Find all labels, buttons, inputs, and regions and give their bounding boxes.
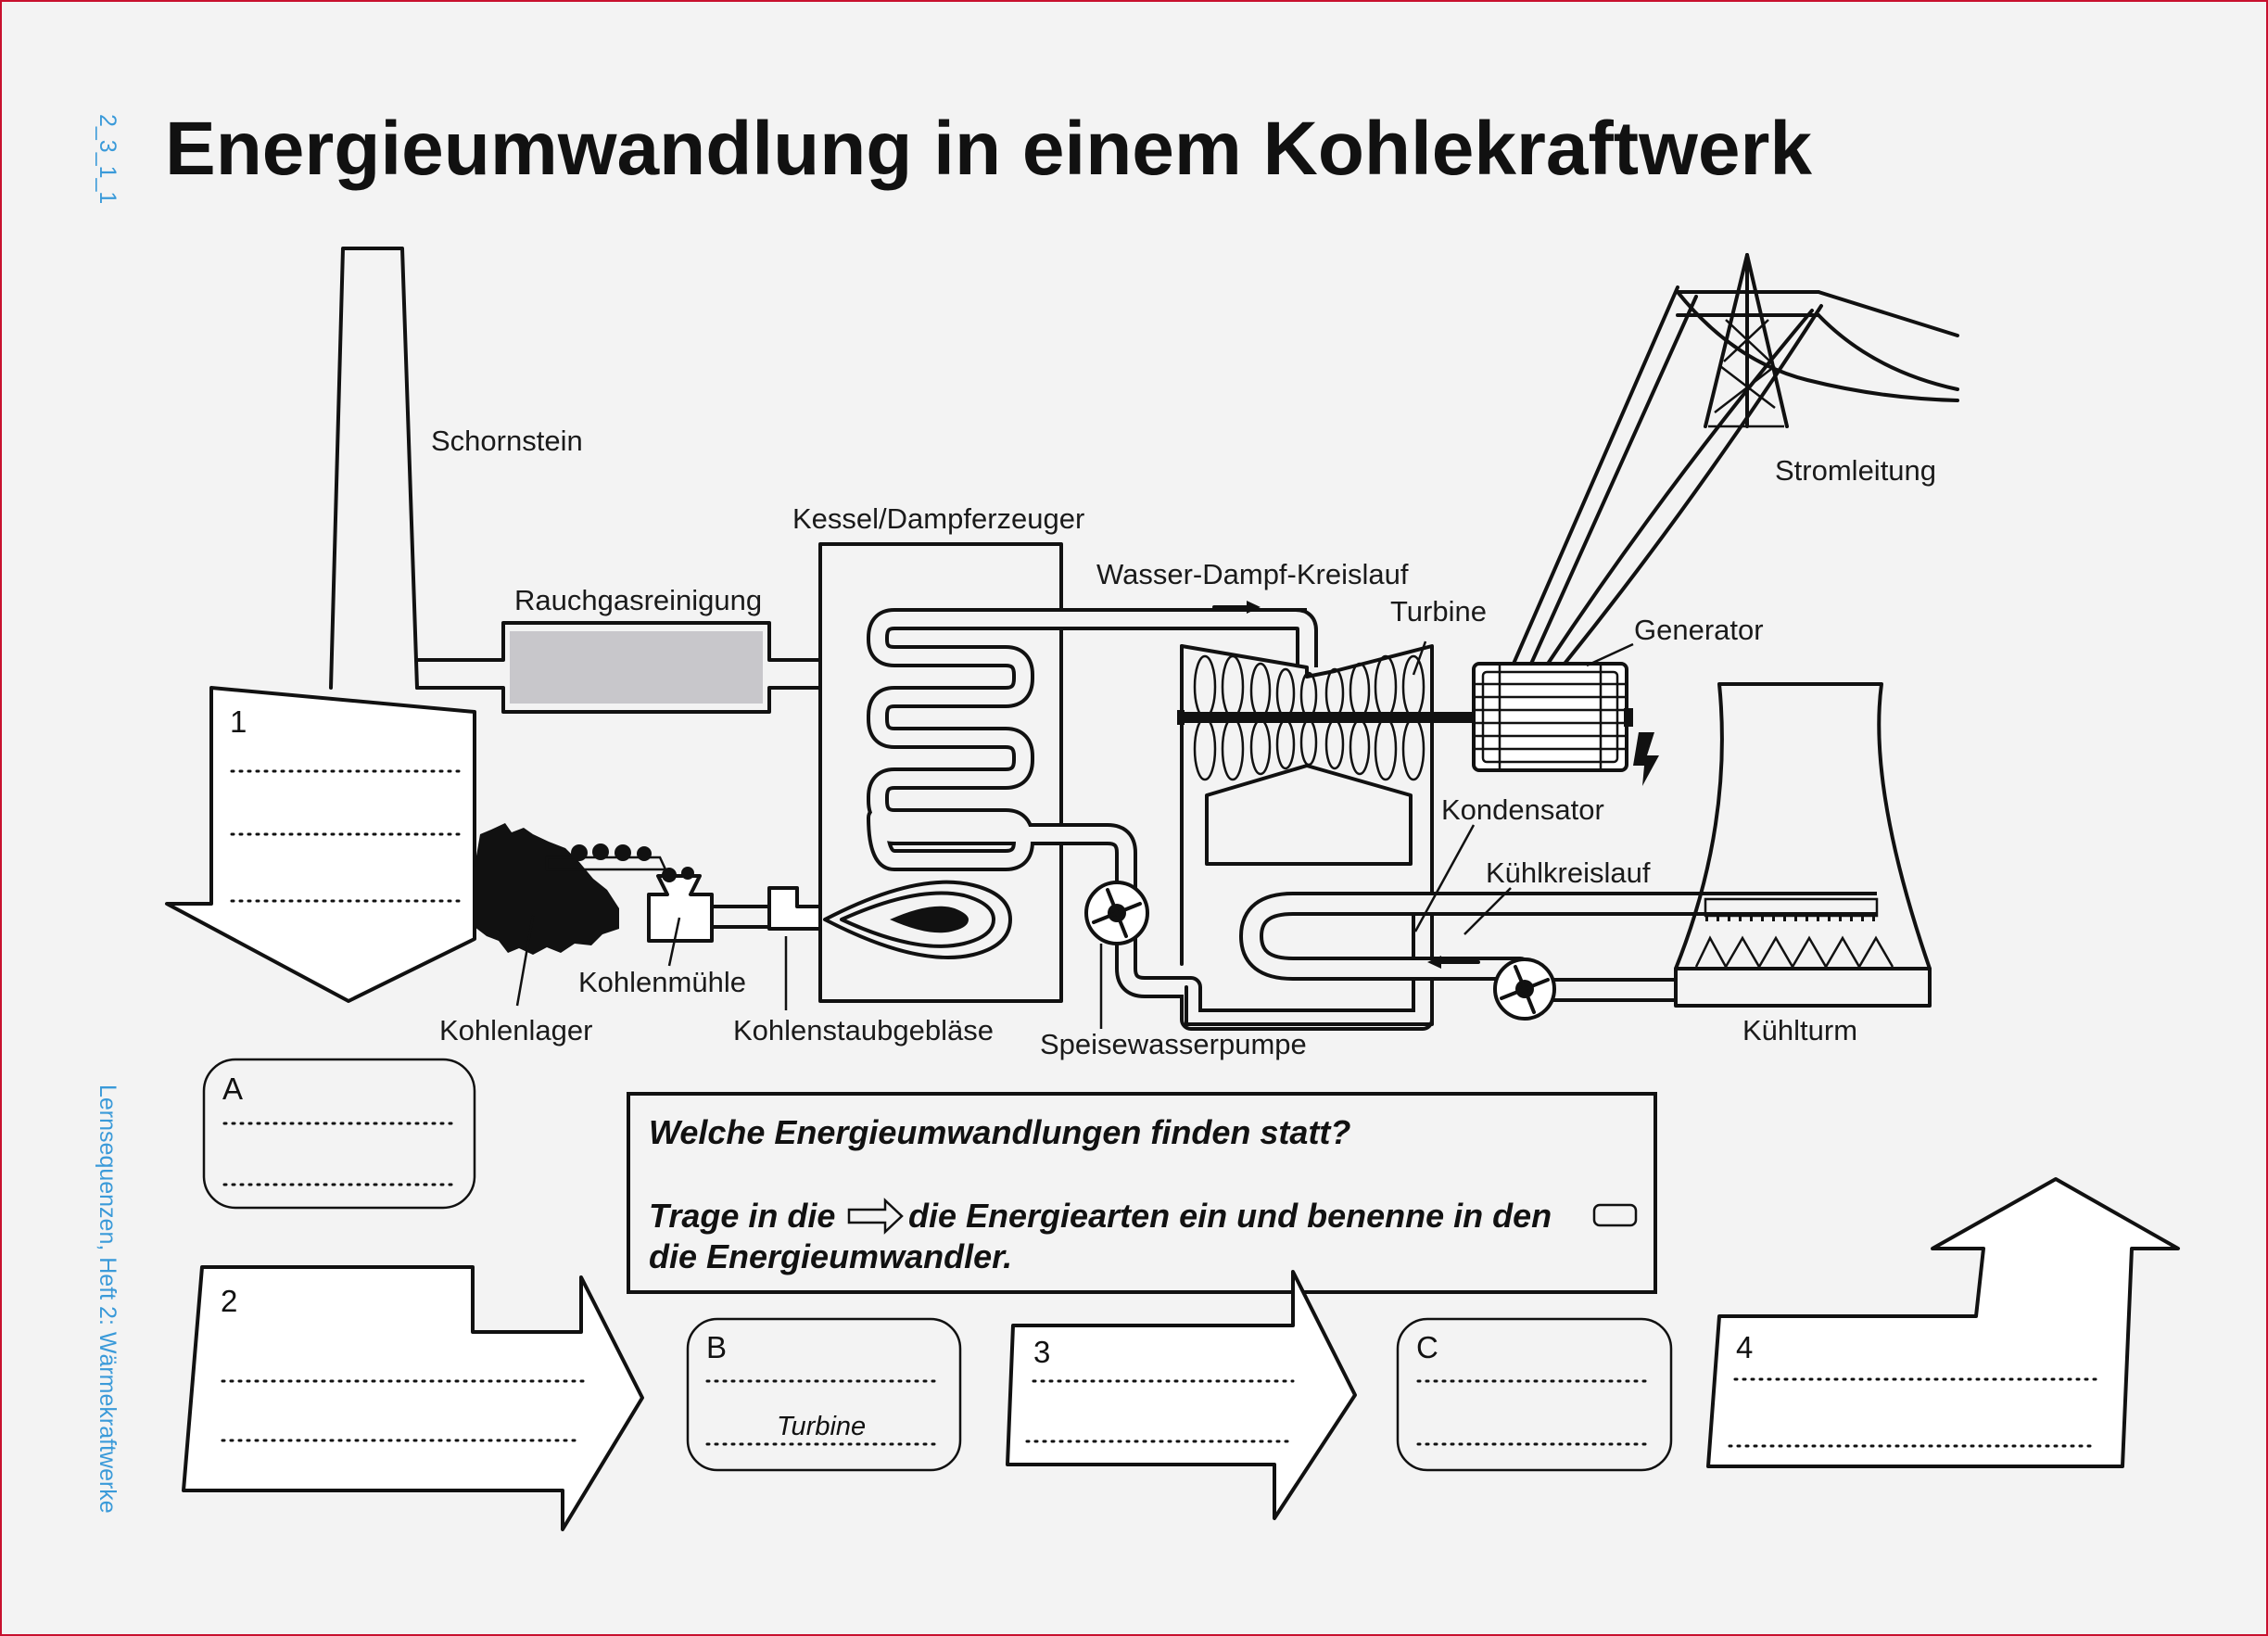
chimney (329, 247, 419, 690)
page-title: Energieumwandlung in einem Kohlekraftwer… (165, 107, 1812, 191)
label-coal-mill: Kohlenmühle (578, 966, 746, 998)
svg-text:C: C (1416, 1330, 1438, 1364)
instruction-line1-b: die Energiearten ein und benenne in den (908, 1197, 1552, 1235)
flow-arrow-cooling (1427, 956, 1480, 969)
feedwater-pump (1084, 881, 1149, 945)
series-caption: Lernsequenzen, Heft 2: Wärmekraftwerke (95, 1084, 120, 1514)
box-c: C (1396, 1317, 1673, 1472)
arrow-2: 2 (182, 1265, 644, 1531)
box-b-answer: Turbine (777, 1412, 866, 1441)
arrow-3: 3 (1006, 1270, 1357, 1520)
svg-text:2: 2 (221, 1284, 237, 1318)
instruction-question: Welche Energieumwandlungen finden statt? (649, 1113, 1350, 1151)
svg-text:3: 3 (1033, 1335, 1050, 1369)
turbine-housing (1177, 644, 1474, 1026)
label-generator: Generator (1634, 614, 1764, 646)
cooling-circuit (1239, 892, 1877, 1002)
rounded-box-symbol-icon (1592, 1203, 1638, 1227)
instruction-box: Welche Energieumwandlungen finden statt?… (627, 1092, 1657, 1294)
coal-mill (647, 867, 822, 943)
cooling-pump (1493, 958, 1556, 1021)
page-code: 2_3_1_1 (95, 114, 120, 204)
label-cooling-cycle: Kühlkreislauf (1486, 856, 1651, 889)
label-feedwater-pump: Speisewasserpumpe (1040, 1028, 1307, 1060)
flue-gas-filter (510, 631, 763, 704)
svg-text:A: A (222, 1072, 243, 1106)
flue-gas-duct (415, 621, 822, 714)
arrow-symbol-icon (847, 1198, 904, 1235)
box-a: A (202, 1058, 476, 1210)
label-water-steam-cycle: Wasser-Dampf-Kreislauf (1096, 558, 1409, 590)
instruction-line2: die Energieumwandler. (649, 1237, 1012, 1275)
label-chimney: Schornstein (431, 425, 583, 457)
label-coal-dust-blower: Kohlenstaubgebläse (733, 1014, 994, 1046)
label-turbine: Turbine (1390, 595, 1487, 628)
svg-text:1: 1 (230, 704, 247, 739)
label-flue-gas-cleaning: Rauchgasreinigung (514, 584, 762, 616)
svg-text:4: 4 (1736, 1330, 1753, 1364)
label-boiler: Kessel/Dampferzeuger (792, 502, 1084, 535)
generator (1472, 662, 1659, 786)
instruction-line1-a: Trage in die (649, 1197, 835, 1235)
arrow-4: 4 (1706, 1177, 2180, 1468)
label-coal-storage: Kohlenlager (439, 1014, 592, 1046)
flow-arrow-steam (1212, 601, 1261, 614)
label-condenser: Kondensator (1441, 793, 1604, 826)
arrow-1: 1 (165, 686, 476, 1003)
svg-text:B: B (706, 1330, 727, 1364)
cooling-tower (1674, 682, 1932, 1008)
label-cooling-tower: Kühlturm (1742, 1014, 1857, 1046)
coal-storage (475, 823, 667, 955)
power-line (1512, 253, 1959, 666)
box-b: B Turbine (686, 1317, 962, 1472)
label-power-line: Stromleitung (1775, 454, 1936, 487)
boiler (818, 542, 1434, 1031)
